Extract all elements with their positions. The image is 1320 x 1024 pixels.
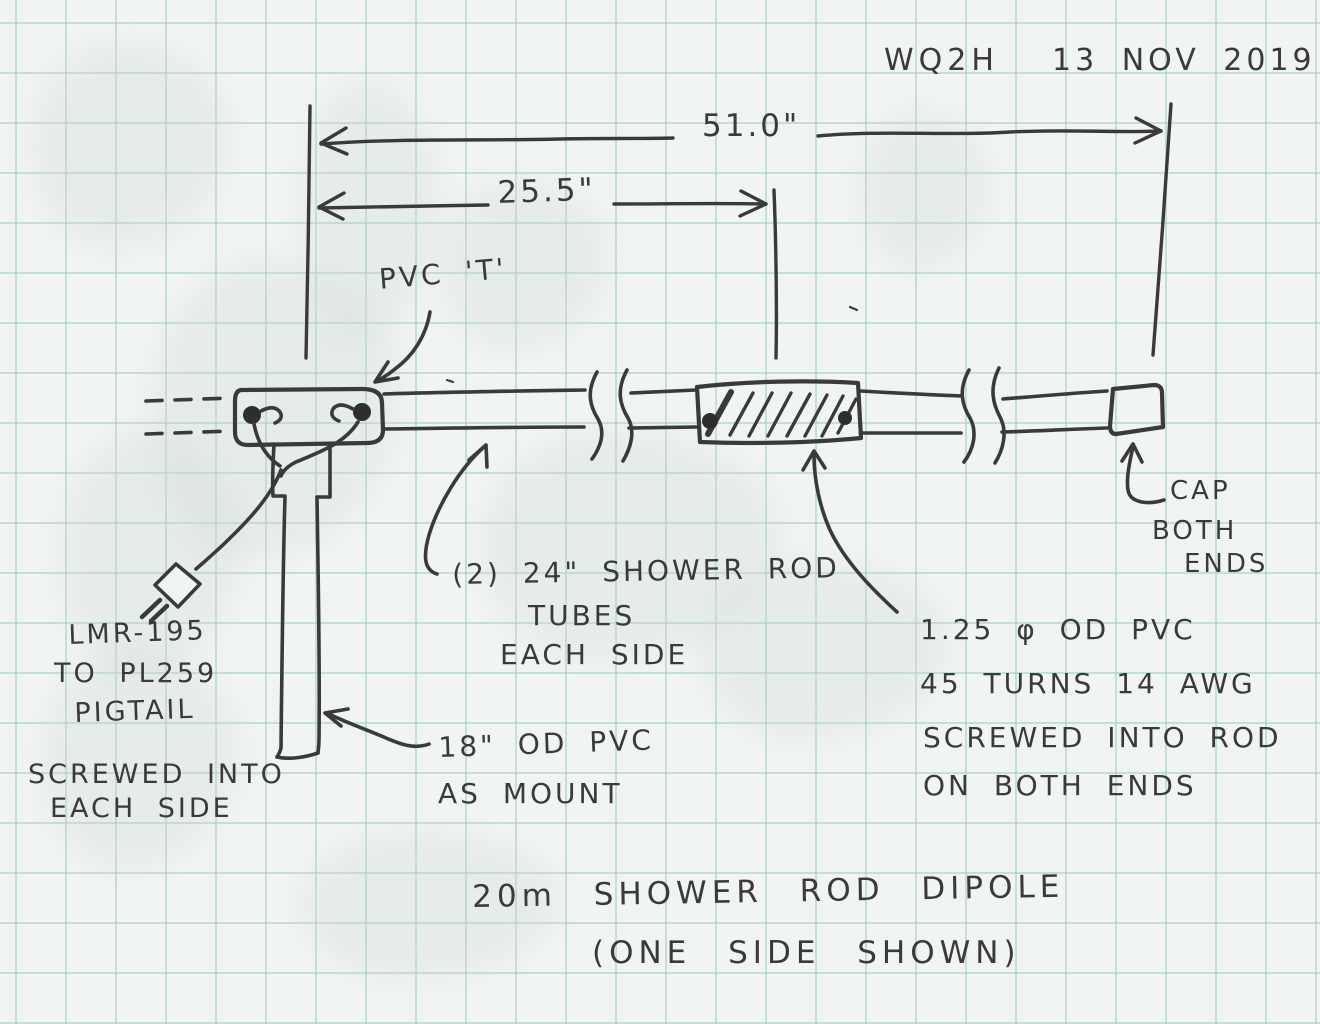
leader-cap: [1120, 442, 1166, 505]
mount-label-line1: 18" OD PVC: [437, 723, 655, 764]
dimension-overall-label: 51.0": [702, 108, 801, 144]
wire-hook-right: [330, 403, 355, 423]
arrowhead-right-icon: [1133, 116, 1163, 145]
coax-label-line2: TO PL259: [54, 658, 218, 689]
end-cap: [1107, 382, 1166, 437]
tube-break-icon: [588, 368, 634, 463]
coax-label-line5: EACH SIDE: [50, 793, 233, 824]
callsign-label: WQ2H: [884, 43, 999, 78]
shower-rod-label-line2: TUBES: [528, 599, 636, 632]
loading-coil: [694, 379, 864, 446]
cap-label-line1: CAP: [1170, 476, 1231, 506]
rod-segment-3: [859, 389, 964, 435]
leader-arrows: [323, 310, 1166, 749]
leader-pvc-tee: [373, 310, 432, 384]
coax-label-line3: PIGTAIL: [73, 693, 197, 729]
rod-segment-1: [382, 388, 587, 431]
shower-rod-label-line3: EACH SIDE: [500, 638, 689, 671]
dim-extension-left: [304, 104, 312, 360]
mast-tube-right-wall: [315, 495, 322, 755]
connector-pin: [139, 597, 170, 624]
coil-winding-hatch: [705, 389, 858, 438]
cap-label-line3: ENDS: [1184, 549, 1269, 579]
coil-label-line4: ON BOTH ENDS: [923, 769, 1197, 802]
arrowhead-left-icon: [317, 191, 346, 221]
mount-label-line2: AS MOUNT: [438, 777, 623, 810]
diamond-connector-icon: [153, 562, 202, 609]
tee-screw-right: [353, 403, 371, 421]
coil-label-line2: 45 TURNS 14 AWG: [920, 667, 1256, 700]
leader-coil: [801, 449, 899, 614]
pvc-tee-body: [232, 386, 386, 448]
title-caption-line2: (ONE SIDE SHOWN): [592, 935, 1021, 971]
shower-rod-label-line1: (2) 24" SHOWER ROD: [451, 551, 841, 591]
coil-label-line3: SCREWED INTO ROD: [923, 721, 1282, 754]
date-label: 13 NOV 2019: [1052, 43, 1316, 78]
pen-speck: [848, 305, 859, 312]
mast-tube-bottom: [275, 751, 320, 761]
coil-label-line1: 1.25 φ OD PVC: [920, 613, 1196, 646]
tube-break-icon: [960, 366, 1006, 465]
coax-label-line1: LMR-195: [67, 615, 208, 651]
coil-screw-right: [838, 411, 852, 425]
arrowhead-right-icon: [738, 189, 768, 218]
leader-shower-rod: [423, 443, 489, 576]
feedline-dashes-bottom: [144, 429, 234, 436]
dimension-lines: [304, 102, 1173, 360]
arrowhead-left-icon: [319, 126, 349, 156]
dim-line-half: [317, 189, 768, 221]
dim-tick-half: [772, 188, 779, 360]
rod-segment-4: [1000, 389, 1109, 434]
dimension-half-label: 25.5": [496, 171, 597, 211]
leader-mount: [323, 707, 431, 749]
tee-screw-left: [243, 406, 261, 424]
rod-segment-2: [627, 388, 699, 430]
coil-screw-left: [702, 413, 718, 429]
mast-tube-left-wall: [275, 495, 287, 759]
coax-pigtail: [194, 420, 360, 571]
pvc-tee-socket: [270, 442, 332, 499]
coax-label-line4: SCREWED INTO: [28, 759, 285, 790]
dipole-assembly: [139, 305, 1166, 761]
cap-label-line2: BOTH: [1152, 516, 1238, 546]
dim-line-overall: [319, 116, 1163, 156]
pen-speck: [445, 378, 455, 384]
wire-hook-left: [259, 405, 283, 425]
dim-extension-right: [1151, 102, 1173, 357]
feedline-dashes-top: [144, 396, 234, 403]
coil-body: [694, 379, 864, 446]
